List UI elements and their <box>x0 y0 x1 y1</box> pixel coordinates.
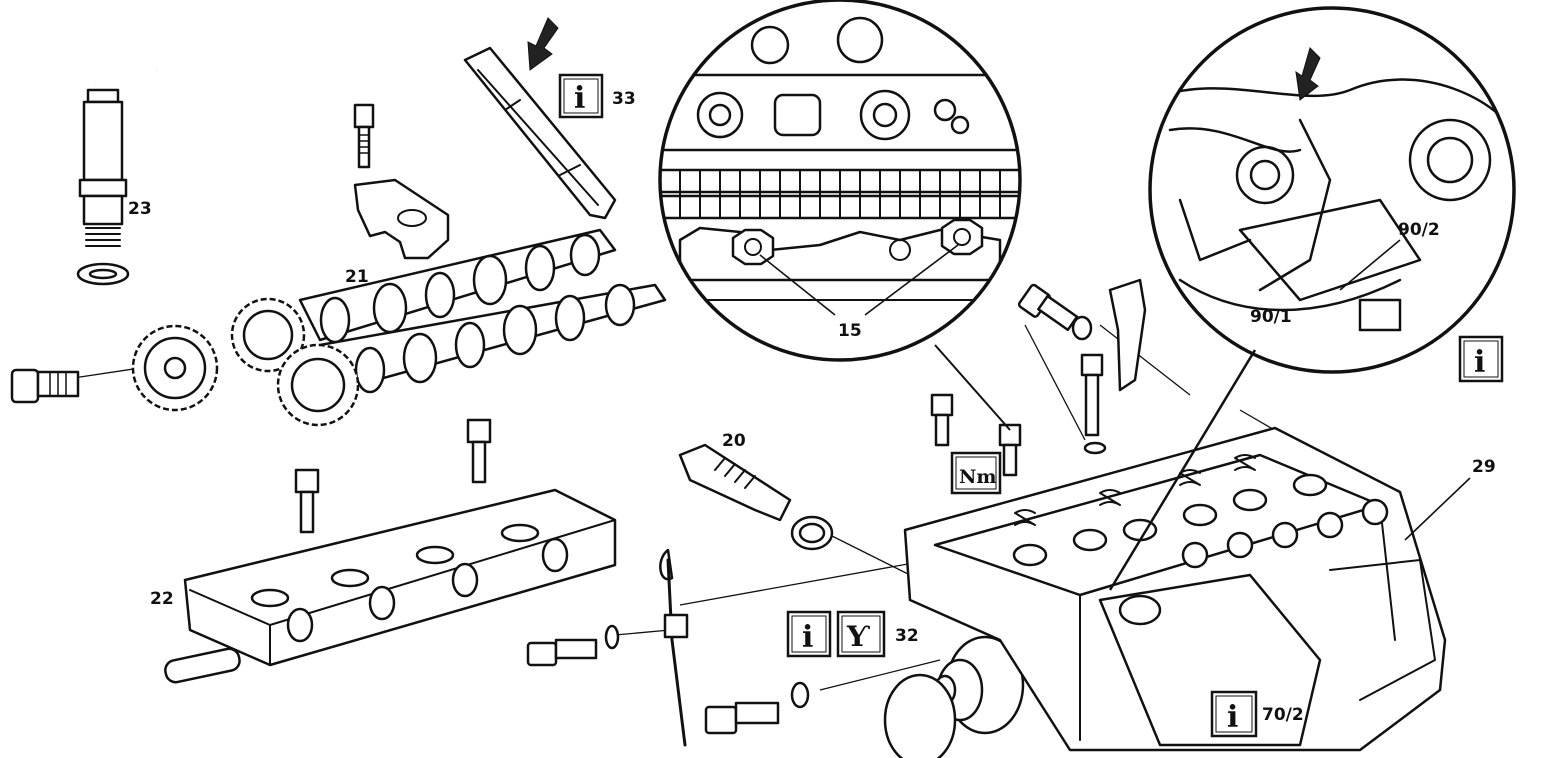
callout-22: 22 <box>150 589 174 609</box>
detail-view-90: 90/2 90/1 <box>1108 6 1516 591</box>
info-icon: i <box>802 620 813 655</box>
callout-21: 21 <box>345 267 369 287</box>
info-badge-32: i <box>786 610 832 658</box>
arrow-icon <box>527 17 559 71</box>
torque-badge: Nm <box>950 451 1002 495</box>
sprocket-bolt <box>10 368 80 404</box>
callout-23: 23 <box>128 199 152 219</box>
bolt-lower-left <box>526 624 620 667</box>
special-tool-icon: Ƴ <box>846 620 870 653</box>
bolt-lower <box>704 681 810 735</box>
callout-15: 15 <box>838 321 862 341</box>
info-icon: i <box>574 81 585 116</box>
callout-20: 20 <box>722 431 746 451</box>
info-badge-70-2: i <box>1210 690 1258 738</box>
callout-32: 32 <box>895 626 919 646</box>
part-20-plug <box>678 443 834 551</box>
bearing-cap-top <box>353 103 450 260</box>
part-32-idler-pulley <box>883 635 1025 758</box>
info-icon: i <box>1227 700 1238 735</box>
callout-90-1: 90/1 <box>1250 307 1292 327</box>
part-29-cylinder-head <box>903 426 1447 752</box>
callout-90-2: 90/2 <box>1398 220 1440 240</box>
detail-view-15: 15 <box>658 0 1022 431</box>
torque-icon: Nm <box>959 466 996 488</box>
callout-33: 33 <box>612 89 636 109</box>
dipstick <box>659 548 689 747</box>
part-33-chain-guide <box>463 17 617 220</box>
info-badge-33: i <box>558 73 604 119</box>
arrow-icon <box>1295 47 1321 101</box>
info-badge-detail: i <box>1458 335 1504 383</box>
sprockets <box>131 297 360 427</box>
head-bolts <box>930 278 1147 477</box>
part-21-camshafts <box>298 228 667 394</box>
part-23-sensor <box>76 39 163 286</box>
callout-29: 29 <box>1472 457 1496 477</box>
special-tool-badge: Ƴ <box>836 610 886 658</box>
info-icon: i <box>1474 345 1485 380</box>
callout-70-2: 70/2 <box>1262 705 1304 725</box>
part-22-bearing-cap-beam <box>164 418 617 684</box>
